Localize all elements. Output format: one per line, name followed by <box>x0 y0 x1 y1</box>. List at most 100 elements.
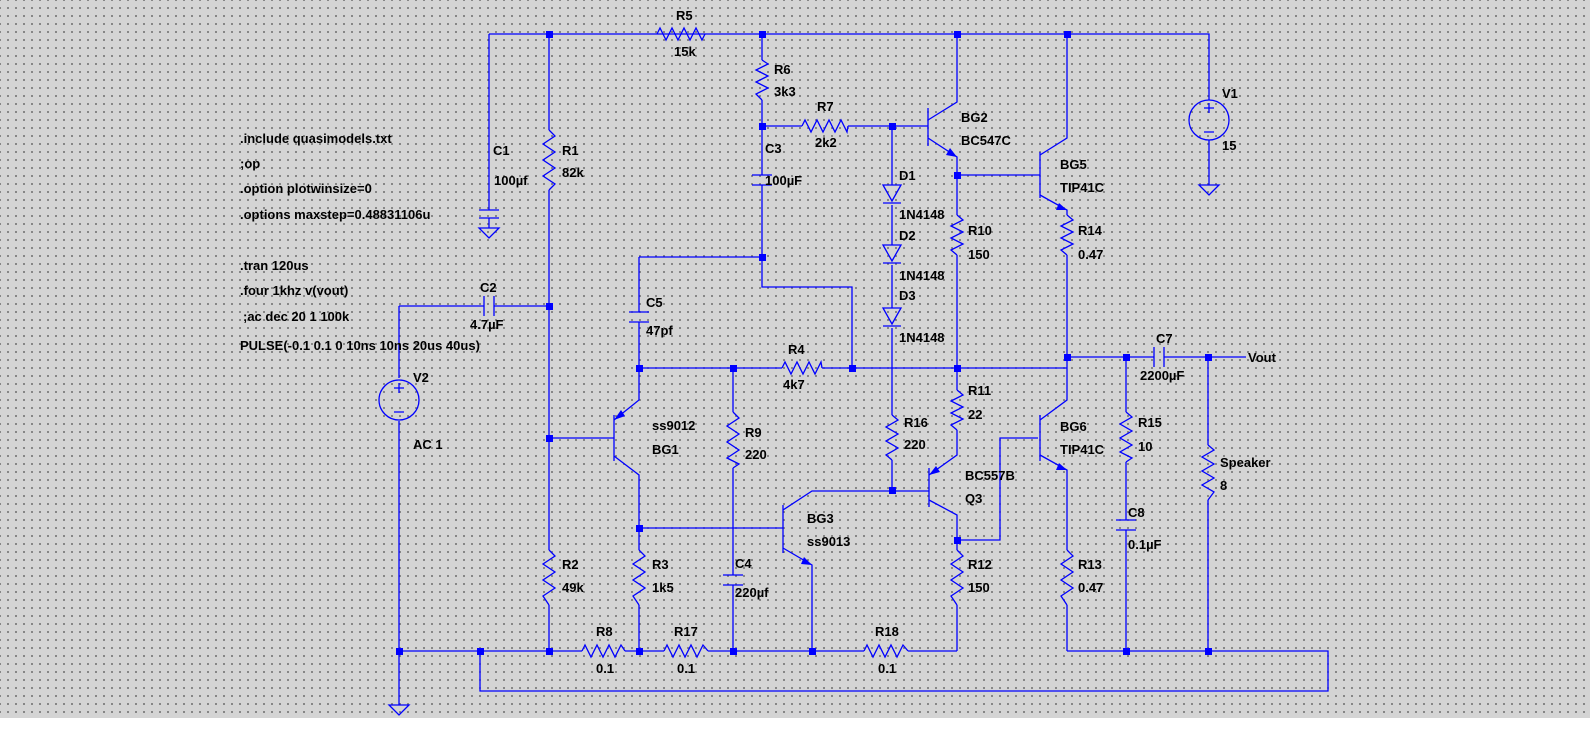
r11-value: 22 <box>968 407 982 422</box>
transistor-bg1[interactable] <box>613 410 625 461</box>
voltage-source-v2[interactable] <box>378 379 420 421</box>
r6-name: R6 <box>774 62 791 77</box>
resistor-speaker[interactable] <box>1200 444 1216 501</box>
resistor-r18[interactable] <box>863 643 909 659</box>
resistor-r14[interactable] <box>1059 214 1075 256</box>
c3-value: 100µF <box>765 173 802 188</box>
r10-value: 150 <box>968 247 990 262</box>
transistor-bg2[interactable] <box>914 108 957 157</box>
d2-value: 1N4148 <box>899 268 945 283</box>
resistor-r6[interactable] <box>754 59 770 101</box>
transistor-q3[interactable] <box>914 466 940 507</box>
q3-value: BC557B <box>965 468 1015 483</box>
bg5-name: BG5 <box>1060 157 1087 172</box>
r3-value: 1k5 <box>652 580 674 595</box>
directive-maxstep[interactable]: .options maxstep=0.48831106u <box>240 207 430 222</box>
r11-name: R11 <box>968 383 991 398</box>
transistor-bg6[interactable] <box>1039 415 1067 470</box>
r1-name: R1 <box>562 143 579 158</box>
resistor-r13[interactable] <box>1059 549 1075 606</box>
transistor-bg3[interactable] <box>782 505 812 565</box>
c4-value: 220µf <box>735 585 769 600</box>
c2-name: C2 <box>480 280 497 295</box>
bg2-name: BG2 <box>961 110 988 125</box>
r4-name: R4 <box>788 342 805 357</box>
d1-name: D1 <box>899 168 916 183</box>
directive-ac[interactable]: ;ac dec 20 1 100k <box>243 309 350 324</box>
wires <box>398 33 1329 705</box>
resistor-r17[interactable] <box>663 643 709 659</box>
ground-icon <box>477 227 501 239</box>
diode-d1[interactable] <box>881 184 903 204</box>
resistor-r7[interactable] <box>801 118 849 135</box>
spice-directives[interactable]: .include quasimodels.txt ;op .option plo… <box>240 131 480 353</box>
resistor-r5[interactable] <box>656 26 706 42</box>
directive-plotwinsize[interactable]: .option plotwinsize=0 <box>240 181 372 196</box>
bg6-name: BG6 <box>1060 419 1087 434</box>
voltage-source-v1[interactable] <box>1188 99 1230 141</box>
bg5-value: TIP41C <box>1060 180 1105 195</box>
v1-name: V1 <box>1222 86 1238 101</box>
r12-value: 150 <box>968 580 990 595</box>
resistor-r12[interactable] <box>949 549 965 606</box>
capacitor-c4[interactable] <box>723 574 743 586</box>
r2-value: 49k <box>562 580 584 595</box>
capacitor-c1[interactable] <box>479 209 499 228</box>
directive-op[interactable]: ;op <box>240 156 260 171</box>
bg2-value: BC547C <box>961 133 1011 148</box>
speaker-name: Speaker <box>1220 455 1271 470</box>
capacitor-c5[interactable] <box>629 311 649 323</box>
v2-value: AC 1 <box>413 437 443 452</box>
bg6-value: TIP41C <box>1060 442 1105 457</box>
resistor-r15[interactable] <box>1118 411 1134 463</box>
c7-value: 2200µF <box>1140 368 1184 383</box>
directive-include[interactable]: .include quasimodels.txt <box>240 131 392 146</box>
r15-name: R15 <box>1138 415 1162 430</box>
c4-name: C4 <box>735 556 752 571</box>
resistor-r1[interactable] <box>541 129 557 191</box>
r16-name: R16 <box>904 415 928 430</box>
resistor-r11[interactable] <box>949 389 965 431</box>
resistor-r3[interactable] <box>631 549 647 606</box>
diode-d3[interactable] <box>881 307 903 327</box>
r12-name: R12 <box>968 557 992 572</box>
speaker-value: 8 <box>1220 478 1227 493</box>
c2-value: 4.7µF <box>470 317 504 332</box>
capacitor-c7[interactable] <box>1153 347 1165 367</box>
q3-name: Q3 <box>965 491 982 506</box>
r17-value: 0.1 <box>677 661 695 676</box>
c5-value: 47pf <box>646 323 673 338</box>
resistor-r9[interactable] <box>725 411 741 469</box>
r13-value: 0.47 <box>1078 580 1103 595</box>
resistor-r2[interactable] <box>541 549 557 606</box>
capacitor-c8[interactable] <box>1116 519 1136 531</box>
resistor-r8[interactable] <box>581 643 626 659</box>
bg3-name: BG3 <box>807 511 834 526</box>
r18-value: 0.1 <box>878 661 896 676</box>
r14-value: 0.47 <box>1078 247 1103 262</box>
directive-four[interactable]: .four 1khz v(vout) <box>240 283 348 298</box>
schematic[interactable]: R5 15k R6 3k3 R7 2k2 C1 100µf R1 82k C3 … <box>0 0 1590 718</box>
r7-value: 2k2 <box>815 135 837 150</box>
transistor-bg5[interactable] <box>1038 152 1067 210</box>
r5-name: R5 <box>676 8 693 23</box>
directive-tran[interactable]: .tran 120us <box>240 258 309 273</box>
r13-name: R13 <box>1078 557 1102 572</box>
resistor-r16[interactable] <box>884 414 900 461</box>
c3-name: C3 <box>765 141 782 156</box>
diode-d2[interactable] <box>881 244 903 264</box>
bottom-strip <box>0 718 1590 750</box>
resistor-r10[interactable] <box>949 214 965 256</box>
c1-name: C1 <box>493 143 510 158</box>
r6-value: 3k3 <box>774 84 796 99</box>
r2-name: R2 <box>562 557 579 572</box>
capacitor-c2[interactable] <box>483 296 495 316</box>
d1-value: 1N4148 <box>899 207 945 222</box>
vout-net-label[interactable]: Vout <box>1248 350 1277 365</box>
directive-pulse[interactable]: PULSE(-0.1 0.1 0 10ns 10ns 20us 40us) <box>240 338 480 353</box>
r15-value: 10 <box>1138 439 1152 454</box>
capacitor-c3[interactable] <box>752 174 772 186</box>
r16-value: 220 <box>904 437 926 452</box>
resistor-r4[interactable] <box>781 359 823 376</box>
